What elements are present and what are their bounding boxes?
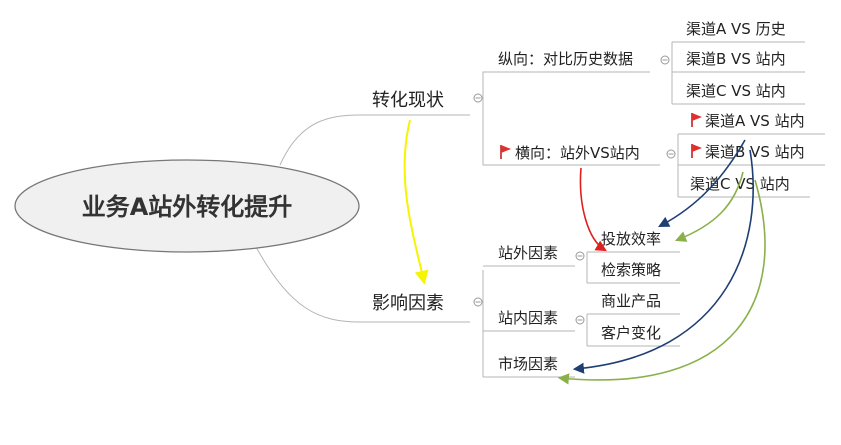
flag-icon <box>500 145 511 159</box>
relation-h2-to-efficiency[interactable] <box>674 171 744 242</box>
node-e2-label[interactable]: 检索策略 <box>601 261 661 279</box>
node-v1-label[interactable]: 渠道A VS 历史 <box>686 20 786 38</box>
collapse-toggle-icon[interactable] <box>660 55 670 65</box>
node-market-label[interactable]: 市场因素 <box>498 355 558 373</box>
node-i1-label[interactable]: 商业产品 <box>601 292 661 310</box>
relation-h3-to-market[interactable] <box>557 179 766 385</box>
node-vertical-label[interactable]: 纵向：对比历史数据 <box>498 50 633 68</box>
connector-root-factors <box>254 244 470 323</box>
connector-status-vertical <box>482 71 650 98</box>
node-v3-label[interactable]: 渠道C VS 站内 <box>686 82 786 100</box>
node-h2-label[interactable]: 渠道B VS 站内 <box>705 143 805 161</box>
relation-h2-to-market[interactable] <box>572 149 754 374</box>
relation-h1-to-efficiency[interactable] <box>658 139 746 228</box>
collapse-toggle-icon[interactable] <box>575 251 585 261</box>
root-ellipse <box>14 159 360 253</box>
node-v2-label[interactable]: 渠道B VS 站内 <box>686 50 786 68</box>
node-i2-label[interactable]: 客户变化 <box>601 324 661 342</box>
connector-status-horizontal <box>482 98 660 166</box>
collapse-toggle-icon[interactable] <box>575 315 585 325</box>
node-factors-label[interactable]: 影响因素 <box>372 293 444 314</box>
relation-horizontal-to-efficiency[interactable] <box>579 167 607 252</box>
collapse-toggle-icon[interactable] <box>473 297 483 307</box>
root-label: 业务A站外转化提升 <box>82 193 293 221</box>
node-external-label[interactable]: 站外因素 <box>498 244 558 262</box>
flag-icon <box>691 144 702 158</box>
collapse-toggle-icon[interactable] <box>473 93 483 103</box>
node-h1-label[interactable]: 渠道A VS 站内 <box>705 112 805 130</box>
flag-icon <box>691 113 702 127</box>
relation-status-to-factors[interactable] <box>403 119 429 285</box>
node-e1-label[interactable]: 投放效率 <box>601 230 661 248</box>
node-status-label[interactable]: 转化现状 <box>372 90 444 111</box>
relationship-arrows <box>403 119 766 385</box>
root-node[interactable]: 业务A站外转化提升 <box>14 159 360 253</box>
connector-root-status <box>279 114 470 166</box>
node-internal-label[interactable]: 站内因素 <box>498 309 558 327</box>
collapse-toggle-icon[interactable] <box>666 149 676 159</box>
node-horizontal-label[interactable]: 横向：站外VS站内 <box>515 144 640 162</box>
